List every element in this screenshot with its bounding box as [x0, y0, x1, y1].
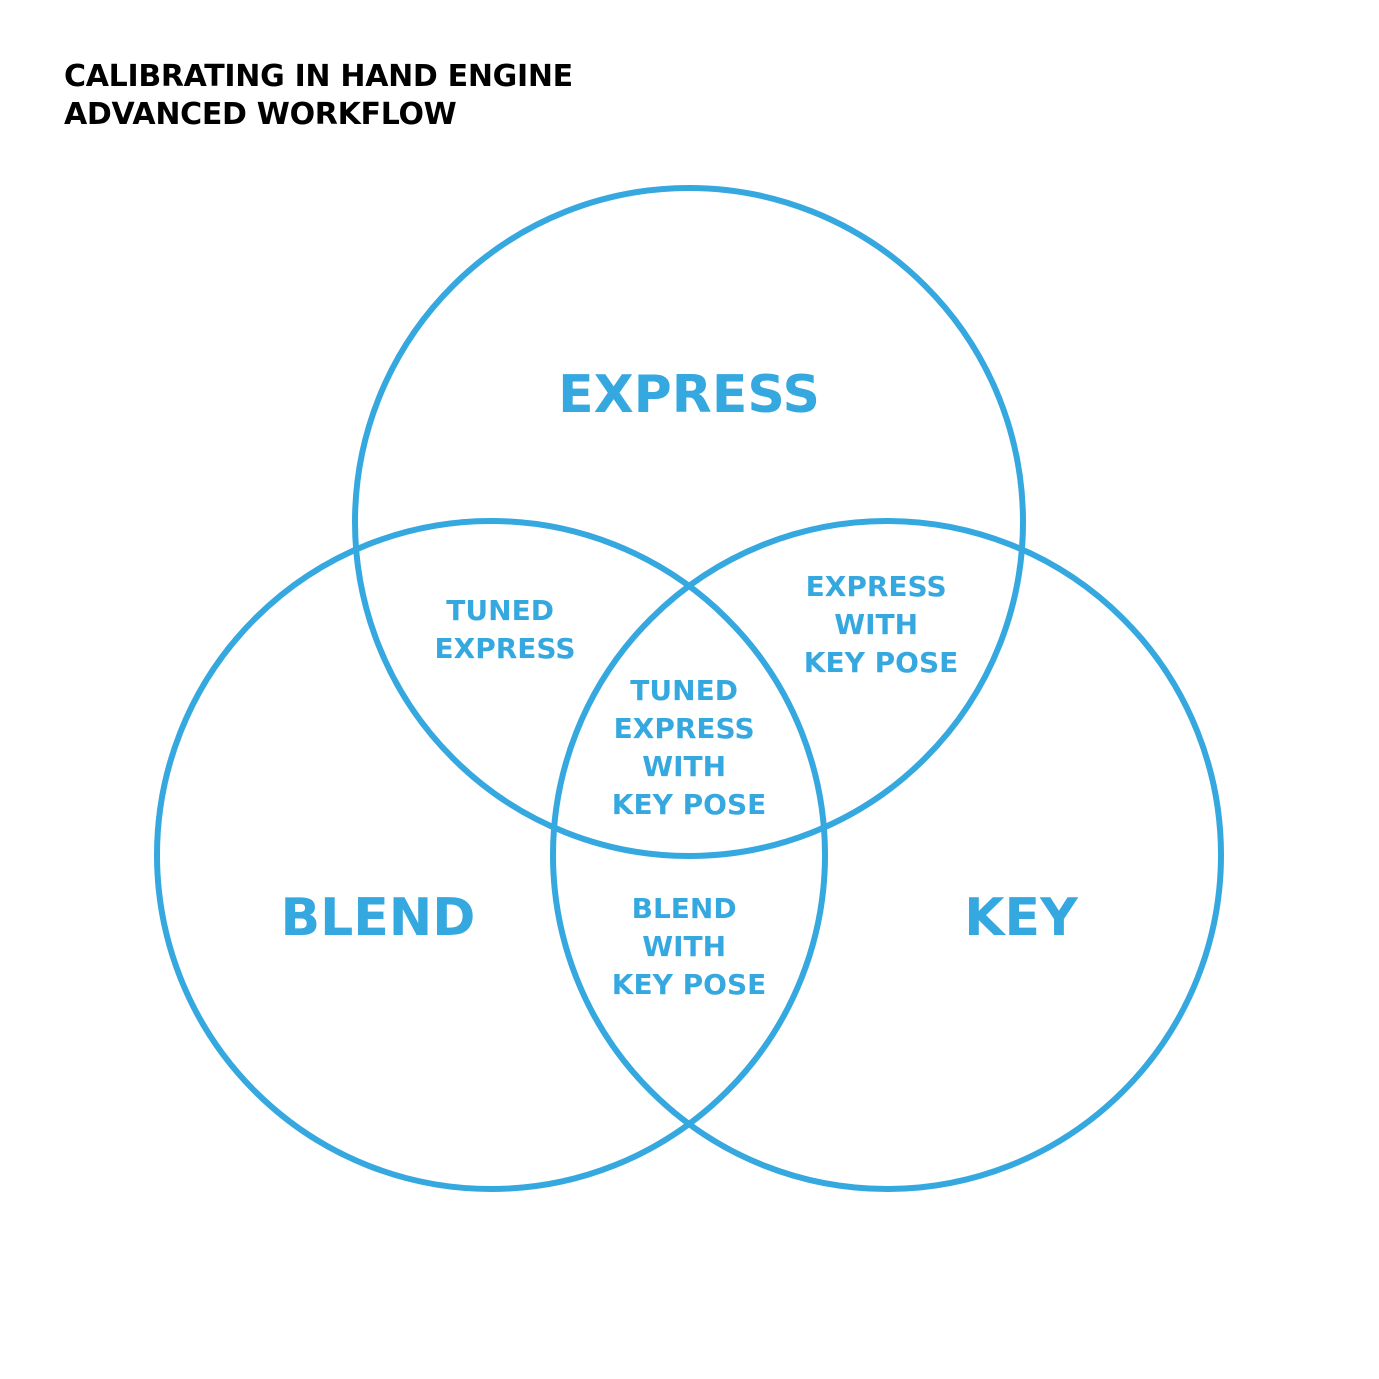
region-line: BLEND — [632, 892, 737, 925]
circle-express — [352, 185, 1026, 859]
circle-key — [550, 518, 1224, 1192]
region-line: WITH — [642, 750, 726, 783]
page-title: CALIBRATING IN HAND ENGINE ADVANCED WORK… — [64, 58, 573, 134]
region-line: KEY POSE — [612, 968, 766, 1001]
title-line-1: CALIBRATING IN HAND ENGINE — [64, 59, 573, 94]
region-line: EXPRESS — [614, 712, 755, 745]
region-line: TUNED — [630, 674, 738, 707]
set-label-key: KEY — [964, 888, 1079, 948]
region-line: WITH — [642, 930, 726, 963]
set-label-blend: BLEND — [281, 888, 476, 948]
region-line: TUNED — [446, 594, 554, 627]
region-line: WITH — [834, 608, 918, 641]
region-line: EXPRESS — [435, 632, 576, 665]
circle-blend — [154, 518, 828, 1192]
region-label-tuned-express: TUNED EXPRESS — [435, 594, 576, 665]
region-label-blend-with-key-pose: BLEND WITH KEY POSE — [612, 892, 766, 1001]
region-line: EXPRESS — [806, 570, 947, 603]
title-line-2: ADVANCED WORKFLOW — [64, 97, 457, 132]
region-line: KEY POSE — [612, 788, 766, 821]
region-label-express-with-key-pose: EXPRESS WITH KEY POSE — [804, 570, 958, 679]
region-label-tuned-express-with-key-pose: TUNED EXPRESS WITH KEY POSE — [612, 674, 766, 821]
region-line: KEY POSE — [804, 646, 958, 679]
set-label-express: EXPRESS — [558, 365, 820, 425]
